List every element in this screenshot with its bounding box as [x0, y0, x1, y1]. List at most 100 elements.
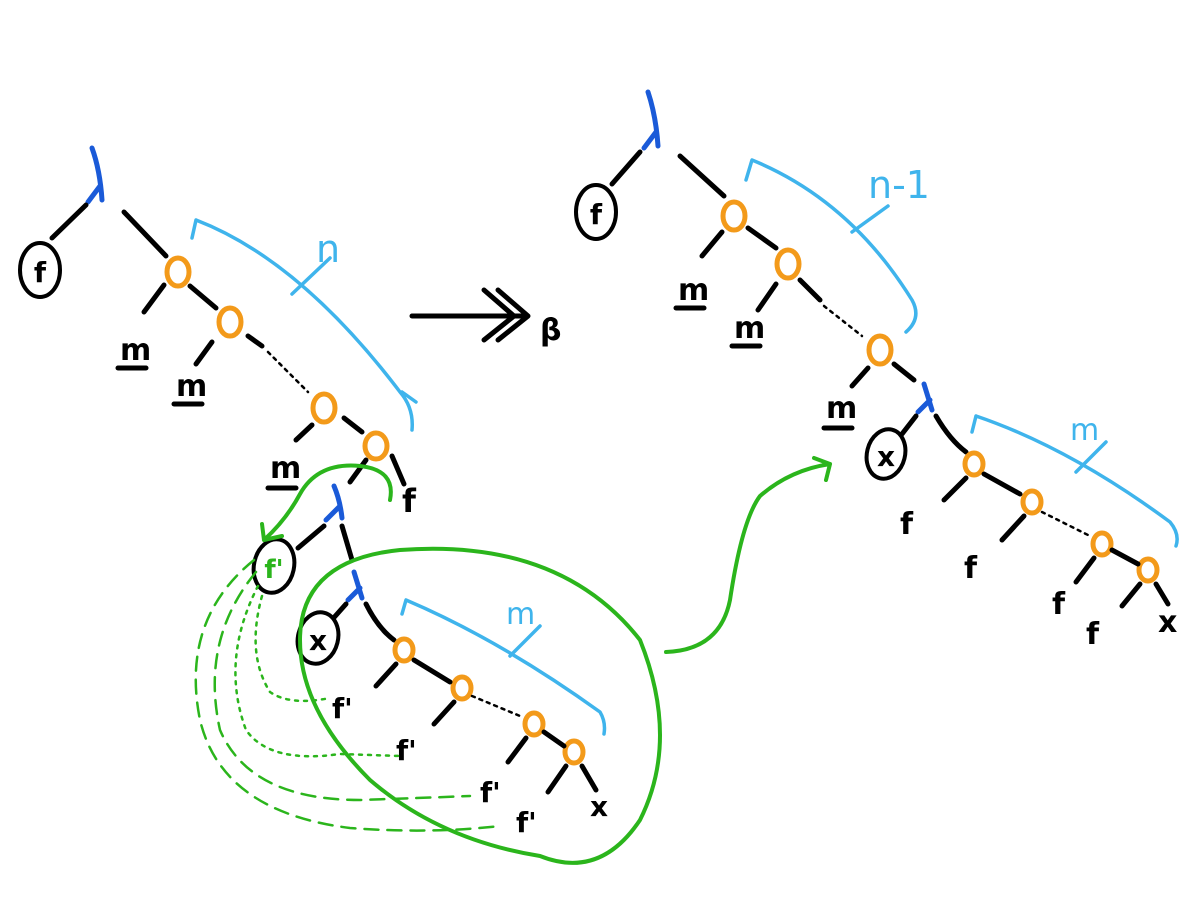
left-edge-app3-m3	[293, 422, 315, 443]
right-f-circle	[574, 183, 618, 241]
green-big-loop	[298, 546, 662, 865]
right-inner-edge-4	[1073, 555, 1097, 585]
right-inner-app-2	[1020, 488, 1044, 516]
right-edge-app2-dots	[797, 277, 823, 303]
right-brace-m	[970, 414, 1179, 548]
right-x-label: x	[877, 440, 895, 473]
left-tree: f m m m f n f' x	[18, 145, 608, 839]
left-f-label: f	[34, 256, 47, 289]
left-brace-m	[400, 598, 607, 736]
left-edge-app4-farg	[389, 453, 407, 487]
right-m2-label: m	[734, 311, 765, 346]
left-edge-app3-app4	[341, 415, 365, 435]
left-edge-app2-m2	[193, 339, 215, 367]
left-dots-chain	[266, 350, 310, 394]
left-brace-m-label: m	[506, 597, 535, 632]
beta-reduction-arrow: β	[409, 287, 561, 348]
right-inner-edge-2	[981, 471, 1023, 497]
right-inner-app-1	[962, 450, 986, 478]
left-edge-app4-lambda2	[347, 457, 369, 485]
left-inner-app-2	[450, 674, 474, 702]
left-inner-edge-2	[411, 657, 453, 685]
right-edge-lambda-x	[899, 413, 919, 437]
left-inner-app-4	[562, 738, 586, 766]
left-edge-lambda2-lambda3	[339, 523, 355, 563]
left-lambda-fprime	[323, 483, 345, 523]
green-dotted-4	[254, 594, 332, 703]
left-edge-app1-app2	[187, 283, 219, 311]
left-inner-dots	[470, 694, 522, 718]
right-inner-edge-3	[999, 513, 1027, 543]
left-inner-edge-1	[373, 661, 399, 689]
right-inner-edge-1	[941, 475, 969, 503]
right-x-circle	[864, 427, 908, 481]
left-fprime-label: f'	[264, 555, 283, 585]
left-inner-app-3	[522, 710, 546, 738]
left-leaf-3: f'	[480, 776, 501, 809]
left-edge-lambda3-app	[363, 601, 397, 643]
right-lambda-x	[915, 381, 935, 415]
right-inner-edge-5	[1109, 547, 1141, 567]
right-edge-app3-lambda	[891, 361, 917, 383]
left-edge-lambda2-fprime	[295, 523, 327, 551]
beta-label: β	[540, 313, 561, 348]
left-app-node-4	[362, 430, 390, 462]
left-f-circle	[18, 241, 62, 299]
left-x-leaf: x	[590, 790, 608, 823]
left-inner-edge-6	[545, 763, 569, 795]
right-edge-lambda-app1	[677, 153, 727, 199]
green-curved-arrow-top	[260, 463, 393, 542]
left-m3-label: m	[270, 451, 301, 486]
right-inner-app-3	[1090, 530, 1114, 558]
right-root-lambda	[641, 89, 661, 151]
left-leaf-1: f'	[332, 692, 353, 725]
right-edge-lambda-app	[933, 413, 969, 455]
left-app-node-3	[310, 391, 338, 425]
left-edge-app1-m1	[141, 282, 167, 315]
left-inner-app-1	[392, 636, 416, 664]
right-app-node-2	[774, 247, 802, 281]
left-x-label: x	[309, 624, 327, 657]
left-inner-edge-5	[541, 729, 567, 749]
right-tree: f m m m n-1 x f f f f x	[574, 89, 1179, 652]
right-leaf-4: f	[1086, 617, 1100, 652]
left-inner-edge-3	[431, 699, 457, 727]
right-edge-app2-m2	[755, 281, 779, 313]
right-inner-edge-7	[1153, 581, 1171, 607]
green-dotted-3	[234, 584, 402, 758]
right-leaf-2: f	[964, 551, 978, 586]
right-app-node-3	[866, 333, 894, 367]
green-arrow-to-right	[664, 456, 832, 654]
right-inner-app-4	[1136, 556, 1160, 584]
right-leaf-1: f	[900, 507, 914, 542]
left-m2-label: m	[176, 369, 207, 404]
green-dashed-1	[194, 558, 502, 832]
left-brace-n	[190, 218, 418, 432]
left-inner-edge-7	[579, 763, 599, 793]
left-app-node-2	[216, 305, 244, 339]
left-leaf-4: f'	[516, 806, 537, 839]
substitution-marks	[194, 456, 832, 865]
right-brace-m-label: m	[1070, 413, 1099, 448]
right-x-leaf: x	[1158, 605, 1177, 640]
left-app-node-1	[164, 255, 192, 289]
left-leaf-2: f'	[396, 734, 417, 767]
right-brace-n-minus-1-label: n-1	[868, 163, 930, 207]
right-edge-app1-app2	[745, 225, 779, 251]
left-edge-lambda-f	[49, 202, 89, 241]
left-m1-label: m	[120, 333, 151, 368]
left-brace-n-label: n	[316, 227, 340, 271]
right-brace-n-minus-1	[744, 158, 918, 334]
right-m3-label: m	[826, 391, 857, 426]
left-edge-app2-dots	[245, 333, 265, 349]
green-dashed-2	[213, 570, 472, 802]
right-m1-label: m	[678, 273, 709, 308]
left-lambda-x	[345, 569, 365, 603]
left-edge-lambda-app1	[121, 209, 169, 259]
left-f-arg-label: f	[402, 482, 417, 520]
right-inner-edge-6	[1119, 581, 1143, 609]
left-root-lambda	[85, 145, 105, 205]
left-fprime-circle	[251, 537, 297, 595]
right-f-label: f	[590, 198, 603, 231]
right-dots-chain	[822, 304, 864, 338]
